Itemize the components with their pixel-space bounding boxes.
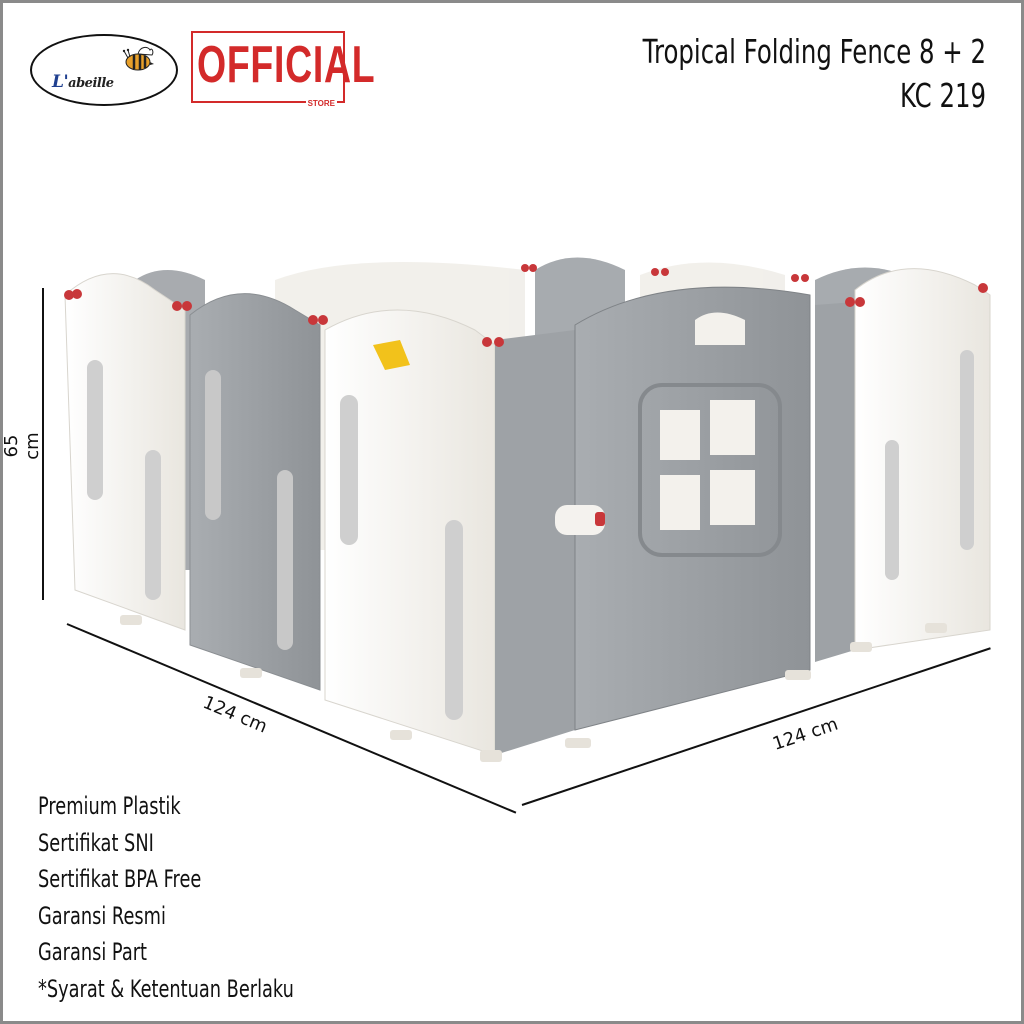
product-title: Tropical Folding Fence 8 + 2 KC 219: [522, 30, 986, 118]
official-store-badge: OFFICIAL STORE: [191, 31, 375, 108]
store-label: STORE: [305, 99, 337, 108]
feature-list: Premium Plastik Sertifikat SNI Sertifika…: [38, 788, 384, 1007]
feature-item: Sertifikat BPA Free: [38, 865, 202, 893]
brand-initial: L': [52, 72, 69, 92]
left-wall: [64, 273, 496, 756]
brand-name: L'abeille: [52, 72, 114, 92]
brand-logo: L'abeille: [30, 34, 178, 106]
product-code: KC 219: [899, 76, 986, 115]
feature-item: Garansi Resmi: [38, 901, 166, 930]
right-wall: [495, 268, 991, 755]
feature-item: Sertifikat SNI: [38, 828, 154, 857]
feature-disclaimer: *Syarat & Ketentuan Berlaku: [38, 974, 294, 1003]
product-image: [64, 257, 991, 762]
product-name: Tropical Folding Fence 8 + 2: [642, 32, 986, 71]
brand-rest: abeille: [68, 76, 114, 91]
height-dimension-label: 65 cm: [1, 432, 43, 460]
panel-feet: [120, 615, 947, 762]
peg-caps: [64, 264, 988, 347]
feature-item: Premium Plastik: [38, 792, 181, 820]
feature-item: Garansi Part: [38, 938, 147, 966]
official-label: OFFICIAL: [197, 36, 376, 94]
bee-icon: [122, 46, 154, 71]
height-dimension-line: [42, 288, 44, 600]
